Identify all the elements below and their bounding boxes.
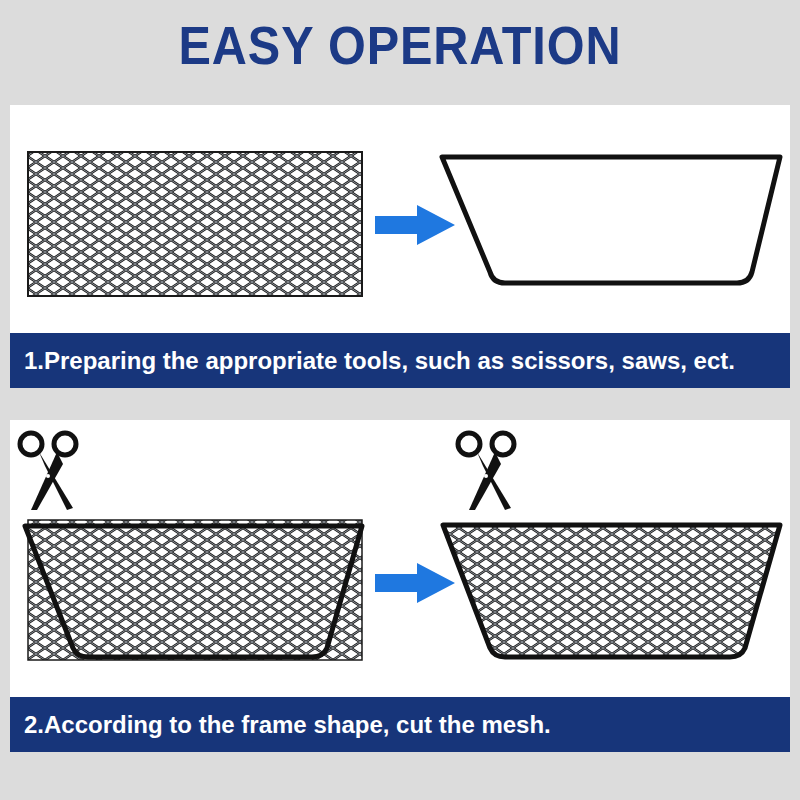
frame-outline [442, 157, 780, 283]
arrow [375, 563, 455, 603]
title: EASY OPERATION [40, 14, 760, 76]
scissors-icon [20, 433, 76, 510]
step-band: 1.Preparing the appropriate tools, such … [10, 333, 790, 388]
scissors-icon [458, 433, 514, 510]
arrow [375, 205, 455, 245]
step-text: 1.Preparing the appropriate tools, such … [24, 347, 735, 375]
frame-outline [25, 526, 362, 657]
cut-mesh [440, 520, 785, 660]
mesh-sheet [28, 520, 362, 660]
step-band: 2.According to the frame shape, cut the … [10, 697, 790, 752]
frame-outline [443, 525, 780, 657]
step-text: 2.According to the frame shape, cut the … [24, 711, 551, 739]
mesh-sheet [28, 152, 362, 296]
